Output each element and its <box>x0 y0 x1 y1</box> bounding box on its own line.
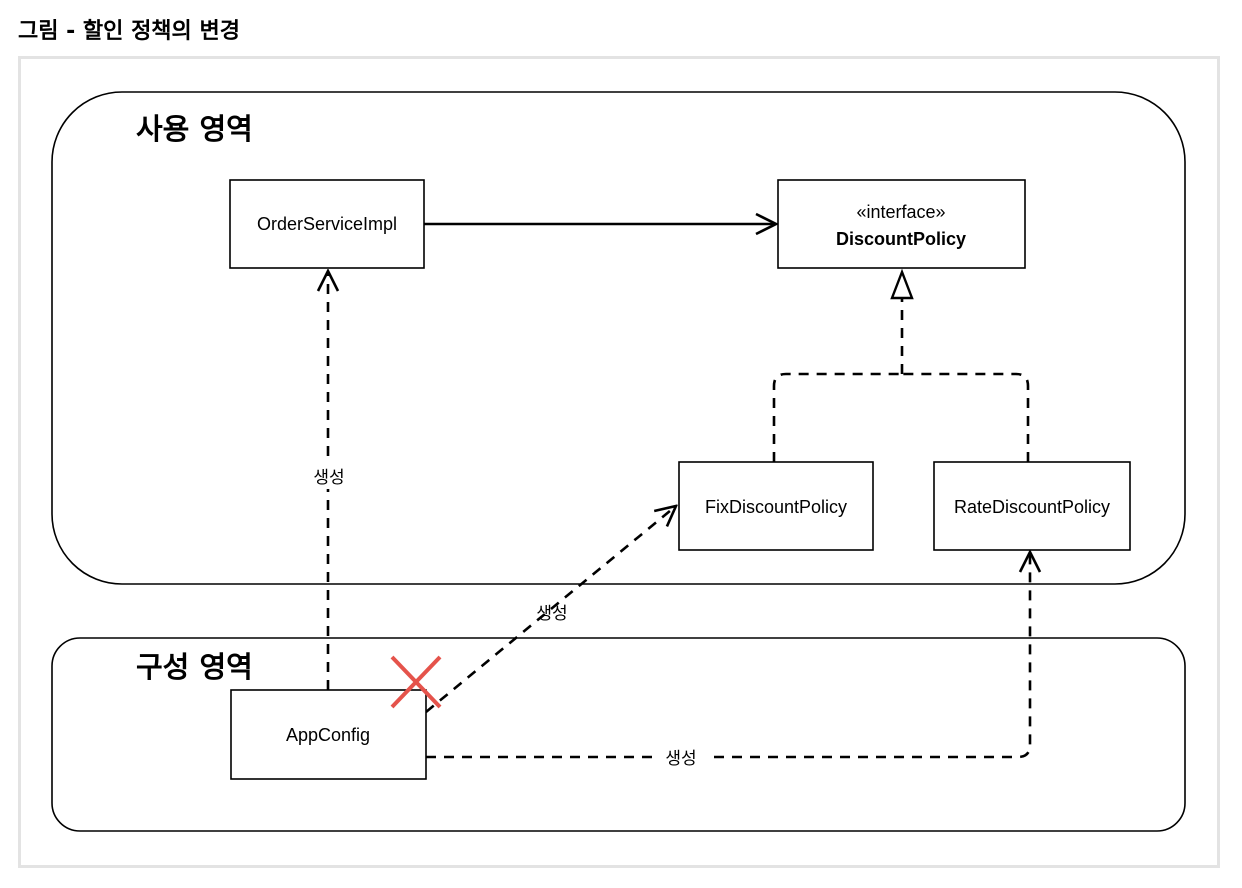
app-config-label: AppConfig <box>286 725 370 745</box>
removed-x-icon <box>390 655 442 709</box>
figure-frame <box>18 56 1220 868</box>
config-region-label: 구성 영역 <box>136 650 253 684</box>
discount-policy-stereotype: «interface» <box>856 202 945 222</box>
order-service-impl-box[interactable]: OrderServiceImpl <box>229 179 425 269</box>
realization-line-fix <box>772 372 902 462</box>
edge-label-create-order-service: 생성 <box>313 468 344 488</box>
order-service-impl-label: OrderServiceImpl <box>257 214 397 234</box>
rate-discount-policy-box[interactable]: RateDiscountPolicy <box>933 461 1131 551</box>
realization-line-rate <box>902 372 1030 462</box>
realization-triangle-head <box>890 268 914 300</box>
discount-policy-box[interactable]: «interface» DiscountPolicy <box>777 179 1026 269</box>
config-region <box>51 637 1186 832</box>
create-arrow-rate-policy <box>426 552 1030 759</box>
discount-policy-label: DiscountPolicy <box>836 229 966 249</box>
edge-label-create-fix-policy: 생성 <box>536 604 567 624</box>
fix-discount-policy-label: FixDiscountPolicy <box>705 497 847 517</box>
page-title: 그림 - 할인 정책의 변경 <box>18 19 240 44</box>
usage-region-label: 사용 영역 <box>136 112 253 146</box>
usage-region <box>51 91 1186 585</box>
edge-label-create-rate-policy: 생성 <box>665 749 696 769</box>
rate-discount-policy-label: RateDiscountPolicy <box>954 497 1110 517</box>
fix-discount-policy-box[interactable]: FixDiscountPolicy <box>678 461 874 551</box>
